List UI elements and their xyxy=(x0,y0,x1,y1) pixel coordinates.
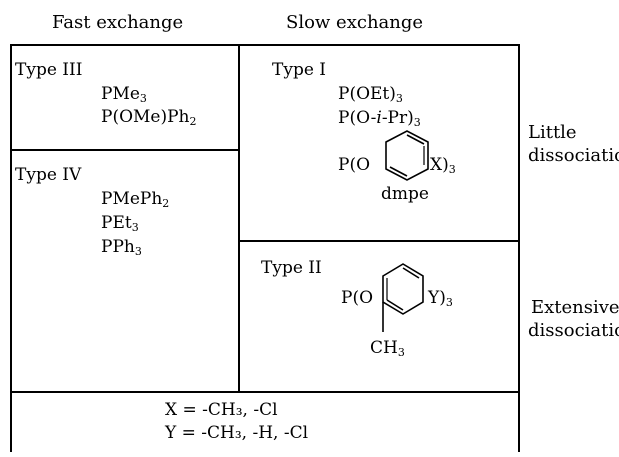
type-ii-title: Type II xyxy=(261,258,322,278)
toluene-ring-icon xyxy=(382,263,424,332)
grid-footer-divider xyxy=(10,391,519,393)
type-ii-methyl-label: CH3 xyxy=(370,338,405,359)
grid-right-row-divider xyxy=(238,240,519,242)
footer-x-definition: X = -CH₃, -Cl xyxy=(165,400,278,420)
slow-exchange-header: Slow exchange xyxy=(286,12,424,33)
type-iv-ligand-1: PMePh2 xyxy=(101,189,170,210)
type-ii-ring-left-label: P(O xyxy=(341,288,374,308)
type-i-ring-right-label: X)3 xyxy=(430,155,456,176)
type-iii-ligand-1: PMe3 xyxy=(101,84,147,105)
type-i-ring-left-label: P(O xyxy=(338,155,371,175)
benzene-ring-icon xyxy=(385,130,429,181)
type-i-dmpe: dmpe xyxy=(381,184,429,204)
type-iii-ligand-2: P(OMe)Ph2 xyxy=(101,107,197,128)
extensive-dissociation-label: Extensive dissociation xyxy=(528,297,619,341)
grid-left-row-divider xyxy=(10,149,239,151)
little-dissociation-label: Little dissociation xyxy=(528,122,619,166)
type-iv-title: Type IV xyxy=(15,165,82,185)
type-iv-ligand-3: PPh3 xyxy=(101,237,142,258)
type-ii-ring-right-label: Y)3 xyxy=(428,288,453,309)
fast-exchange-header: Fast exchange xyxy=(52,12,184,33)
type-i-title: Type I xyxy=(272,60,327,80)
grid-center-divider xyxy=(238,44,240,392)
footer-y-definition: Y = -CH₃, -H, -Cl xyxy=(165,423,309,443)
type-iii-title: Type III xyxy=(15,60,83,80)
type-i-ligand-2: P(O-i-Pr)3 xyxy=(338,108,421,129)
type-iv-ligand-2: PEt3 xyxy=(101,213,139,234)
type-i-ligand-1: P(OEt)3 xyxy=(338,84,403,105)
grid-left-border xyxy=(10,44,12,452)
grid-top-border xyxy=(10,44,519,46)
grid-right-border xyxy=(518,44,520,452)
